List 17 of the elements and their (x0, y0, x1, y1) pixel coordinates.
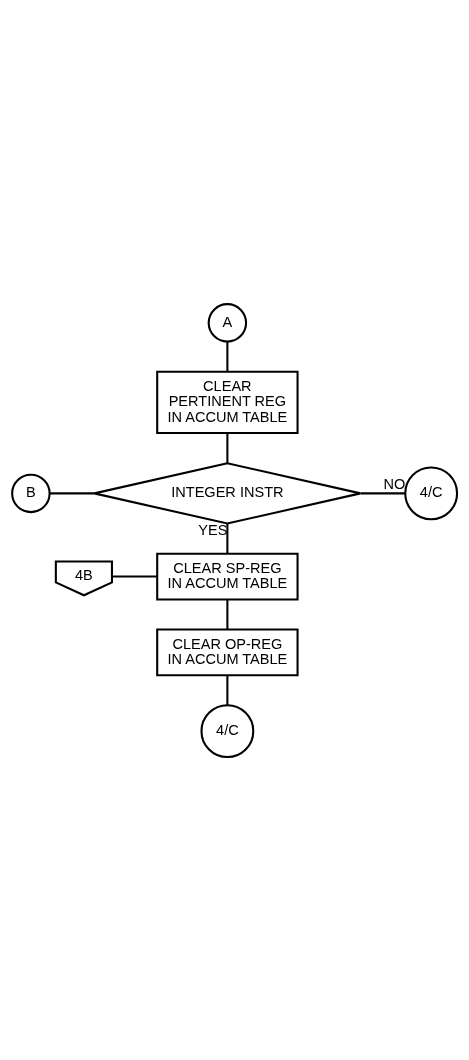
connector (226, 675, 229, 705)
connector (112, 575, 158, 578)
node-box: CLEAR PERTINENT REG IN ACCUM TABLE (156, 370, 299, 434)
connector (226, 599, 229, 629)
connector (49, 491, 95, 494)
node-circle: 4/C (200, 703, 255, 758)
node-circle: B (11, 473, 51, 513)
node-diamond: INTEGER INSTR (93, 461, 362, 525)
node-circle: A (207, 302, 248, 343)
node-box: CLEAR OP-REG IN ACCUM TABLE (156, 628, 299, 676)
connector (226, 523, 229, 553)
node-circle: 4/C (404, 465, 459, 520)
connector (226, 341, 229, 372)
edge-label: NO (383, 475, 406, 492)
connector (226, 433, 229, 463)
node-box: CLEAR SP-REG IN ACCUM TABLE (156, 552, 299, 600)
connector (360, 491, 406, 494)
